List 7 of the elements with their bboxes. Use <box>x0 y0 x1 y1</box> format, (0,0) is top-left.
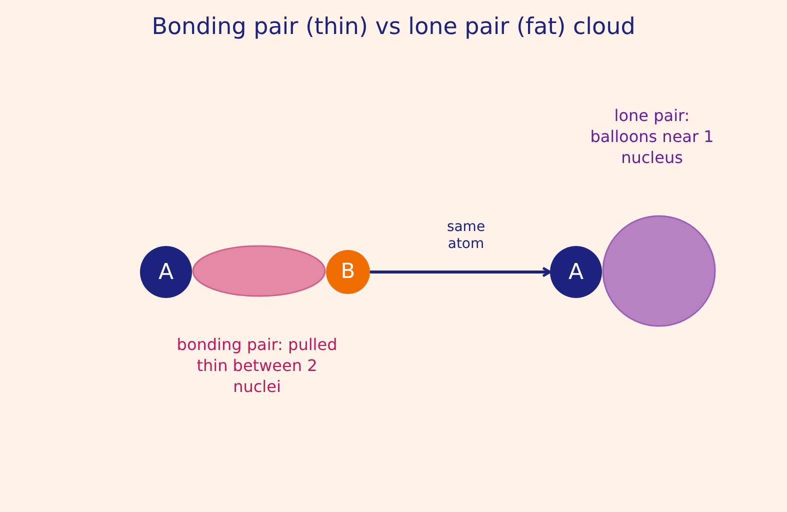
edge-label: same atom <box>446 219 486 253</box>
lone-pair-cloud-ellipse <box>602 215 716 327</box>
bonding-cloud-ellipse <box>192 245 326 297</box>
cloud-caption: lone pair: balloons near 1 nucleus <box>589 105 715 168</box>
arrow <box>370 266 552 278</box>
cloud-caption: bonding pair: pulled thin between 2 nuclei <box>176 334 338 397</box>
diagram-title: Bonding pair (thin) vs lone pair (fat) cloud <box>150 13 636 42</box>
